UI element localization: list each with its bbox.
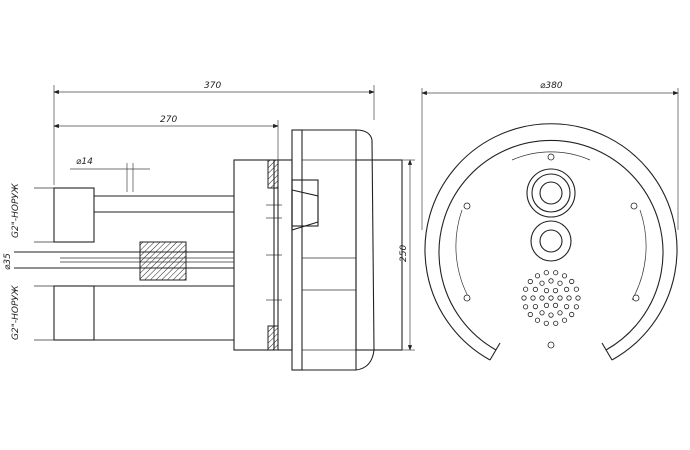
jet-hole xyxy=(573,286,580,292)
jet-hole xyxy=(561,273,568,279)
jet-hole xyxy=(552,287,559,294)
jet-hole xyxy=(548,295,554,301)
jet-hole xyxy=(543,302,550,308)
jet-hole xyxy=(553,270,559,276)
flange xyxy=(277,129,403,371)
dim-label-d14: ⌀14 xyxy=(76,157,93,167)
dimension-flange-diameter: ⌀380 xyxy=(421,81,679,230)
nozzle-upper xyxy=(526,168,576,218)
jet-hole xyxy=(522,286,529,292)
jet-hole xyxy=(569,278,575,285)
jet-hole xyxy=(543,270,549,276)
jet-hole xyxy=(534,317,541,323)
jet-hole xyxy=(573,304,580,310)
jet-hole xyxy=(557,295,563,301)
jet-hole xyxy=(563,303,570,310)
dim-label-370: 370 xyxy=(204,81,221,91)
jet-hole xyxy=(569,311,575,318)
jet-holes xyxy=(521,270,581,326)
jet-hole xyxy=(552,302,559,308)
thread-label-top: G2"-НОРУЖ xyxy=(11,183,21,238)
jet-hole xyxy=(548,278,554,284)
jet-hole xyxy=(553,320,559,326)
dimension-overall-length: 370 xyxy=(53,81,375,185)
dimension-small-diameter: ⌀14 xyxy=(70,157,150,192)
outer-plate xyxy=(424,123,678,361)
jet-hole xyxy=(557,280,563,286)
dim-label-d35: ⌀35 xyxy=(3,253,13,270)
jet-hole xyxy=(527,311,533,318)
jet-hole xyxy=(543,320,549,326)
jet-hole xyxy=(539,295,545,301)
jet-hole xyxy=(557,310,563,316)
jet-hole xyxy=(563,286,570,292)
jet-hole xyxy=(561,317,568,323)
thread-label-bottom: G2"-НОРУЖ xyxy=(11,285,21,340)
lower-pipe: G2"-НОРУЖ xyxy=(11,285,234,341)
nozzle-lower xyxy=(530,220,572,262)
jet-hole xyxy=(521,295,527,301)
dim-label-d380: ⌀380 xyxy=(540,81,563,91)
jet-hole xyxy=(522,304,529,310)
upper-pipe: G2"-НОРУЖ xyxy=(11,183,234,243)
dim-label-270: 270 xyxy=(160,115,177,125)
dimension-inner-length: 270 xyxy=(53,115,279,160)
dimension-height: 250 xyxy=(399,159,415,351)
body xyxy=(233,159,282,351)
side-view: 370 270 ⌀14 G2"-НОРУЖ xyxy=(3,81,415,371)
jet-hole xyxy=(530,295,536,301)
jet-hole xyxy=(527,278,533,285)
jet-hole xyxy=(548,312,554,318)
jet-hole xyxy=(539,310,545,316)
center-pipe: ⌀35 xyxy=(3,241,234,281)
jet-hole xyxy=(539,280,545,286)
jet-hole xyxy=(534,273,541,279)
jet-hole xyxy=(532,286,539,292)
jet-hole xyxy=(543,287,550,294)
jet-hole xyxy=(566,295,572,301)
front-view: ⌀380 xyxy=(421,81,679,361)
dim-label-250: 250 xyxy=(399,245,409,262)
jet-hole xyxy=(575,295,581,301)
jet-hole xyxy=(532,303,539,310)
mounting-screws xyxy=(463,153,640,349)
inner-plate xyxy=(438,139,664,351)
